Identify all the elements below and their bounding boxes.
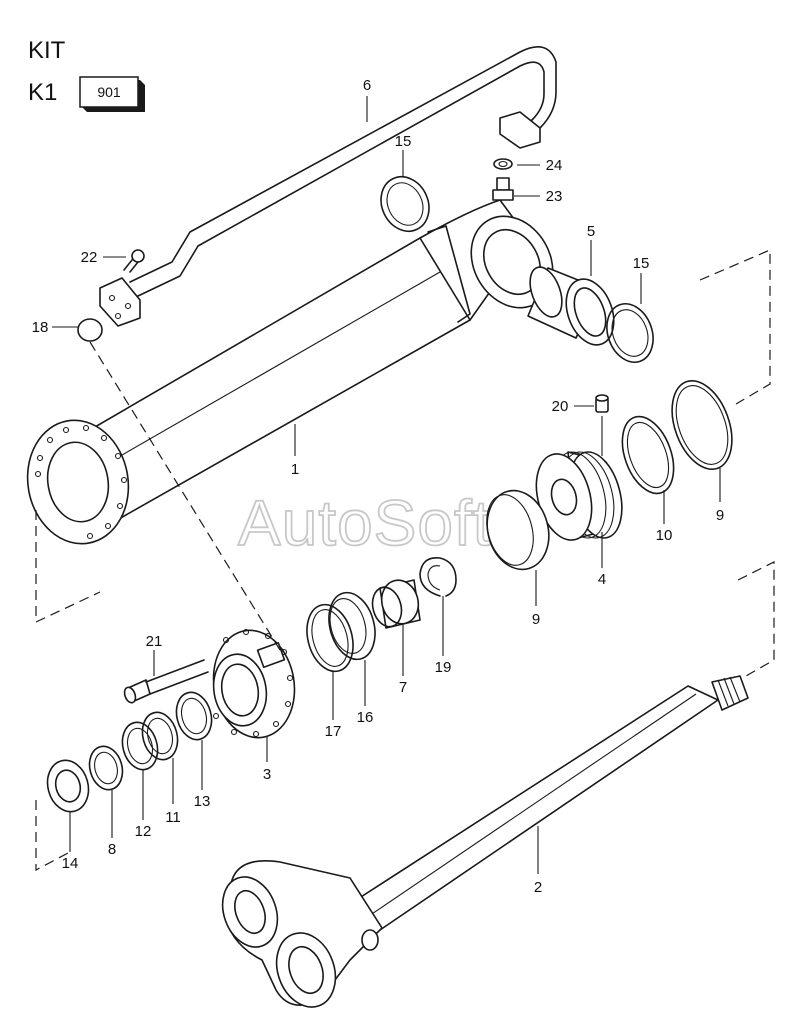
callout-17: 17 [325,723,342,740]
callout-16: 16 [357,709,374,726]
callout-3: 3 [263,766,271,783]
callout-15-upper: 15 [395,133,412,150]
part-17-ring [306,603,354,673]
callout-9-right: 9 [716,507,724,524]
part-18-plug [77,318,103,342]
callout-8: 8 [108,841,116,858]
part-3-rod-cover [212,628,296,739]
part-12-seal [121,721,159,771]
kit-title: KIT [28,37,66,64]
part-5-bushing [527,266,615,346]
part-24-washer [493,158,513,170]
callout-labels: 1 2 3 4 5 6 7 8 9 9 10 11 12 13 14 15 15… [32,77,725,896]
watermark-text: AutoSoft [238,487,492,559]
part-7-bushing [371,579,421,629]
callout-6: 6 [363,77,371,94]
callout-5: 5 [587,223,595,240]
part-21-bolt [123,659,209,704]
part-9-seal-center [486,489,550,571]
kit-code-box: 901 [79,76,145,112]
part-16-seal [328,591,376,661]
callout-23: 23 [546,188,563,205]
part-19-circlip [419,557,457,597]
part-11-seal [141,711,179,761]
part-6-tube [99,46,557,327]
callout-9-center: 9 [532,611,540,628]
rod-cover-bolt-holes [212,628,294,738]
callout-2: 2 [534,879,542,896]
part-9-ring-right [671,379,733,471]
callout-7: 7 [399,679,407,696]
part-10-ring [621,415,675,495]
callout-21: 21 [146,633,163,650]
kit-code-box-text: 901 [97,84,121,100]
part-20-grease-fitting [595,394,609,413]
callout-24: 24 [546,157,563,174]
callout-4: 4 [598,571,606,588]
assembly-centerlines [35,249,775,871]
callout-12: 12 [135,823,152,840]
callout-18: 18 [32,319,49,336]
part-22-bolt [123,249,145,273]
part-14-wiper [46,759,90,813]
part-15-snap-ring-right [606,303,654,363]
callout-19: 19 [435,659,452,676]
callout-14: 14 [62,855,79,872]
callout-20: 20 [552,398,569,415]
kit-header: KIT K1 901 [28,37,145,112]
part-15-snap-ring-upper [380,176,430,232]
callout-15-right: 15 [633,255,650,272]
leader-lines [52,96,721,874]
kit-code-prefix: K1 [28,79,57,106]
part-23-bolt [492,177,514,201]
part-4-piston [535,451,623,541]
callout-11: 11 [165,809,181,826]
callout-1: 1 [291,461,299,478]
callout-10: 10 [656,527,673,544]
part-13-seal [175,691,213,741]
part-2-piston-rod [221,675,749,1008]
callout-22: 22 [81,249,98,266]
part-8-seal [88,745,124,791]
barrel-flange-bolt-holes [34,424,128,540]
callout-13: 13 [194,793,211,810]
